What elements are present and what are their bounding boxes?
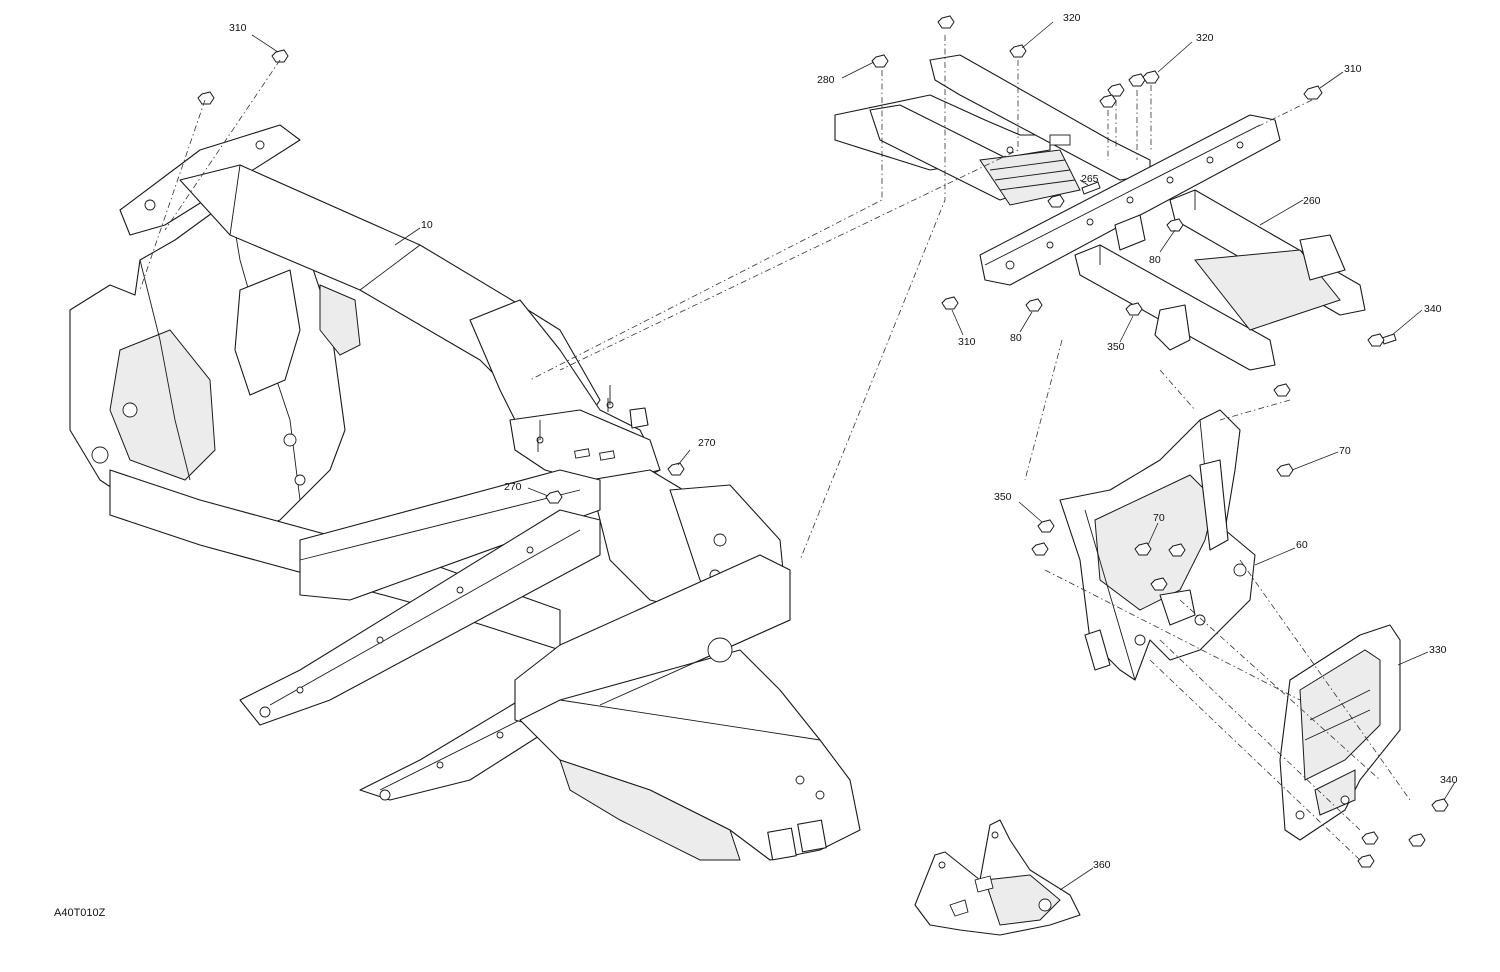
main-frame bbox=[69, 124, 861, 861]
callout-80-left: 80 bbox=[1010, 332, 1022, 344]
leader-lines bbox=[251, 21, 1456, 891]
callout-270-lower: 270 bbox=[504, 481, 522, 493]
callout-70-lower: 70 bbox=[1153, 512, 1165, 524]
callout-80-right: 80 bbox=[1149, 254, 1161, 266]
callout-280: 280 bbox=[817, 74, 835, 86]
callout-310-mid: 310 bbox=[958, 336, 976, 348]
callout-340-lower: 340 bbox=[1440, 774, 1458, 786]
figure-code: A40T010Z bbox=[54, 907, 106, 919]
callout-330: 330 bbox=[1429, 644, 1447, 656]
callout-265: 265 bbox=[1081, 173, 1099, 185]
callout-labels: 310 10 270 270 280 320 320 310 265 260 8… bbox=[229, 12, 1458, 871]
callout-260: 260 bbox=[1303, 195, 1321, 207]
assembly-lines bbox=[139, 35, 1411, 861]
callout-10: 10 bbox=[421, 219, 433, 231]
callout-60: 60 bbox=[1296, 539, 1308, 551]
callout-320-top: 320 bbox=[1063, 12, 1081, 24]
callout-310-top-right: 310 bbox=[1344, 63, 1362, 75]
callout-310-top-left: 310 bbox=[229, 22, 247, 34]
callout-340-upper: 340 bbox=[1424, 303, 1442, 315]
callout-320-right: 320 bbox=[1196, 32, 1214, 44]
rear-subframe bbox=[834, 54, 1366, 371]
small-bracket bbox=[914, 819, 1081, 936]
callout-350-lower: 350 bbox=[994, 491, 1012, 503]
callout-270-upper: 270 bbox=[698, 437, 716, 449]
skid-plate bbox=[1279, 624, 1401, 841]
callout-70-upper: 70 bbox=[1339, 445, 1351, 457]
callout-350-upper: 350 bbox=[1107, 341, 1125, 353]
callout-360: 360 bbox=[1093, 859, 1111, 871]
fasteners bbox=[197, 15, 1449, 868]
mount-bracket bbox=[1059, 409, 1256, 681]
